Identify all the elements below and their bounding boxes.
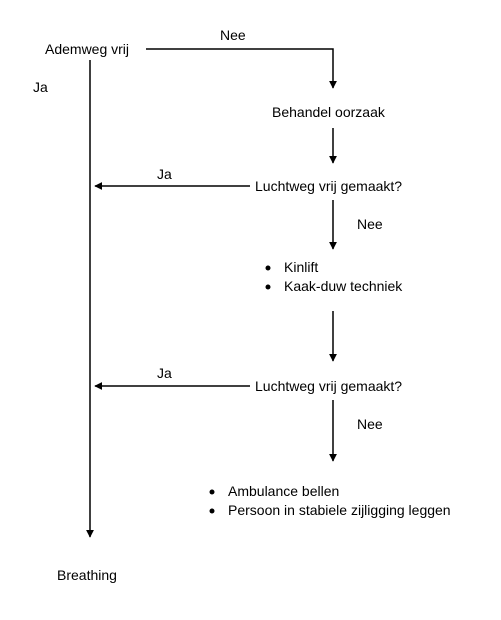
bullet-icon (209, 489, 215, 495)
node-ademweg-vrij: Ademweg vrij (45, 41, 129, 57)
label-yes-main: Ja (33, 79, 48, 95)
bullet-icon (265, 284, 271, 290)
action-list-2-item: Persoon in stabiele zijligging leggen (228, 502, 451, 518)
node-behandel-oorzaak: Behandel oorzaak (272, 104, 386, 120)
label-yes-2: Ja (157, 365, 172, 381)
node-check-2: Luchtweg vrij gemaakt? (255, 378, 402, 394)
edge-top-no (146, 48, 337, 89)
bullet-icon (209, 508, 215, 514)
node-breathing: Breathing (57, 567, 117, 583)
action-list-2-item: Ambulance bellen (228, 483, 339, 499)
label-no-1: Nee (357, 216, 383, 232)
bullet-icon (265, 265, 271, 271)
label-no-top: Nee (220, 27, 246, 43)
action-list-1-item: Kinlift (284, 259, 318, 275)
label-yes-1: Ja (157, 166, 172, 182)
action-list-1-item: Kaak-duw techniek (284, 278, 403, 294)
label-no-2: Nee (357, 416, 383, 432)
node-check-1: Luchtweg vrij gemaakt? (255, 178, 402, 194)
